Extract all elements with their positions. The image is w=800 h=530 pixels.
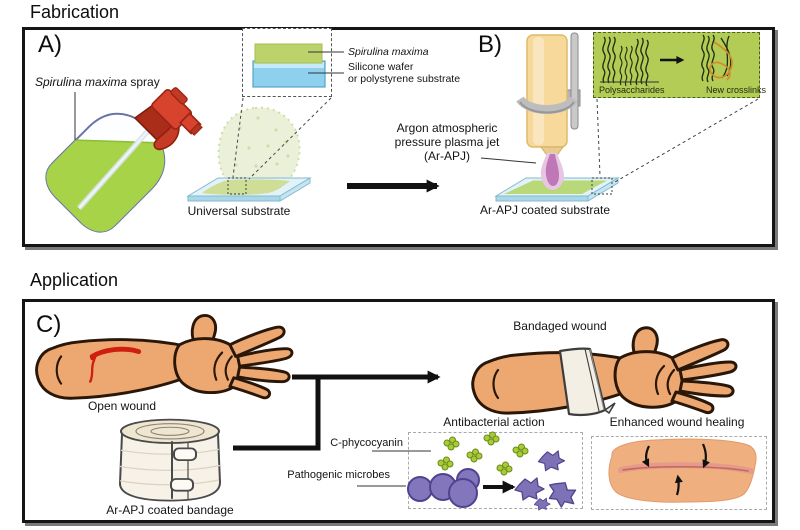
open-wound <box>89 346 142 383</box>
wound-healing-box <box>591 436 767 510</box>
pathogenic-microbe-cells <box>407 468 480 508</box>
panel-b-label: B) <box>478 31 502 58</box>
cphycocyanin-molecules <box>437 431 529 476</box>
healing-skin-patch <box>608 438 757 503</box>
spray-suffix: spray <box>127 75 160 89</box>
cphycocyanin-label: C-phycocyanin <box>330 437 403 449</box>
spray-bottle <box>37 87 203 241</box>
inset-layer-top-label: Spirulina maxima <box>348 46 429 58</box>
jet-label-pointer <box>480 157 537 164</box>
zoom-guide-lines-b <box>596 98 759 183</box>
universal-substrate-label: Universal substrate <box>187 204 291 218</box>
inset-layer-bottom-line2: or polystyrene substrate <box>348 73 461 85</box>
bandaged-arm <box>471 326 738 417</box>
antibacterial-action-box <box>408 432 583 509</box>
polysaccharide-squiggles <box>602 36 649 87</box>
healing-arrows <box>641 443 710 496</box>
new-crosslinks-label: New crosslinks <box>705 85 766 95</box>
zoom-guide-lines-a <box>232 97 332 180</box>
bandaged-wound-label: Bandaged wound <box>513 319 607 333</box>
inset-layer-bottom-label: Silicone wafer or polystyrene substrate <box>348 61 460 85</box>
jet-label-line2: pressure plasma jet <box>394 135 500 149</box>
zoom-source-rect-a <box>227 177 247 195</box>
pathogenic-microbes-label: Pathogenic microbes <box>287 469 390 481</box>
plasma-plume <box>540 153 564 190</box>
sprayer-trigger-head <box>133 87 203 151</box>
jet-label-line1: Argon atmospheric <box>396 121 498 135</box>
c-label-pointers <box>357 450 431 487</box>
crosslink-squiggles <box>701 34 733 83</box>
plasma-jet-label: Argon atmospheric pressure plasma jet (A… <box>391 121 503 163</box>
inset-layer-bottom-line1: Silicone wafer <box>348 61 414 73</box>
spray-bottle-label: Spirulina maxima spray <box>35 76 160 89</box>
antibacterial-action-title: Antibacterial action <box>443 415 545 429</box>
coated-substrate-label: Ar-APJ coated substrate <box>479 203 611 217</box>
application-title: Application <box>30 270 119 290</box>
zoom-source-rect-b <box>591 177 613 195</box>
coated-bandage-label: Ar-APJ coated bandage <box>106 503 234 517</box>
open-wound-label: Open wound <box>87 399 157 413</box>
wound-bandage-wrap <box>558 347 616 417</box>
polysaccharides-label: Polysaccharides <box>599 85 665 95</box>
fabrication-title: Fabrication <box>30 2 120 22</box>
crosslinking-inset-content <box>600 34 733 87</box>
destroyed-microbes <box>514 450 577 511</box>
enhanced-healing-title: Enhanced wound healing <box>609 415 745 429</box>
universal-substrate-slide <box>186 177 312 202</box>
crosslink-orange-strand <box>709 41 733 81</box>
connector-arrow <box>233 370 441 451</box>
panel-a-label: A) <box>38 31 62 58</box>
jet-label-line3: (Ar-APJ) <box>424 149 470 163</box>
substrate-layers-inset-content <box>252 43 344 88</box>
spray-species-name: Spirulina maxima <box>35 75 128 89</box>
plasma-jet-device <box>516 32 581 190</box>
panel-c-label: C) <box>36 311 62 338</box>
bandage-roll <box>118 418 222 502</box>
open-wound-arm <box>35 314 294 400</box>
